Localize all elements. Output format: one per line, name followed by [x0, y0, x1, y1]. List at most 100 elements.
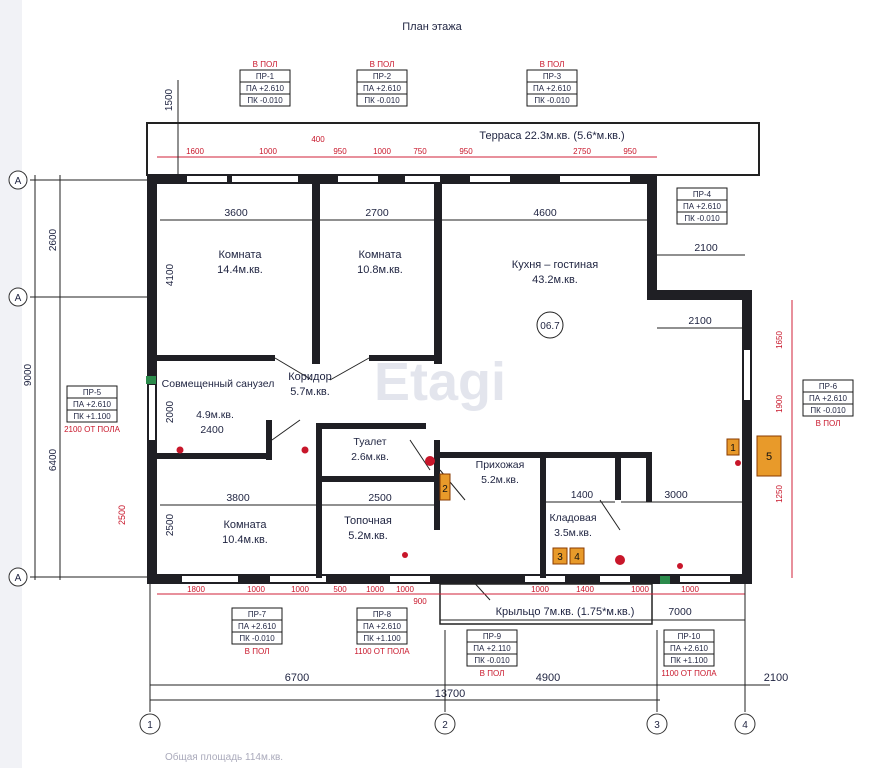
- dim-label: 950: [459, 147, 473, 156]
- stamp-pa: ПА +2.610: [670, 644, 709, 653]
- marker-label: 2: [442, 484, 448, 495]
- equipment-markers: 1 2 3 4 5: [439, 435, 782, 565]
- dim-label: 750: [413, 147, 427, 156]
- marker-label: 1: [730, 443, 736, 454]
- dim-label: 2100: [694, 242, 718, 254]
- dim-label: 13700: [435, 688, 466, 700]
- room-area: 10.8м.кв.: [357, 264, 403, 276]
- stamp-pa: ПА +2.610: [533, 84, 572, 93]
- stamp-id: ПР-6: [819, 382, 838, 391]
- stamp-pa: ПА +2.610: [246, 84, 285, 93]
- level-mark: 06.7: [540, 321, 560, 332]
- bottom-dimensions: 6700 4900 2100 13700 1 2 3 4: [139, 584, 788, 735]
- dim-label: 1400: [571, 490, 594, 501]
- dim-label: 950: [623, 147, 637, 156]
- dim-label: 3800: [226, 492, 250, 504]
- room-name: Топочная: [344, 515, 392, 527]
- axis-label: 4: [742, 720, 748, 731]
- plan-title: План этажа: [402, 21, 462, 33]
- stamp-pk: ПК -0.010: [474, 656, 510, 665]
- stamp-note: 1100 ОТ ПОЛА: [661, 669, 717, 678]
- room-area: 5.7м.кв.: [290, 386, 330, 398]
- stamp-note: В ПОЛ: [245, 647, 270, 656]
- inner-walls: [157, 184, 652, 578]
- socket-points: [146, 376, 741, 584]
- stamp-id: ПР-3: [543, 72, 562, 81]
- dim-label: 1000: [259, 147, 277, 156]
- room-area: 4.9м.кв.: [196, 409, 234, 421]
- stamp-note: В ПОЛ: [816, 419, 841, 428]
- scan-margin: [0, 0, 22, 768]
- dim-label: 1000: [373, 147, 391, 156]
- marker-label: 4: [574, 552, 580, 563]
- watermark-text: Etagi: [374, 352, 506, 412]
- dim-label: 1900: [775, 395, 784, 413]
- axis-label: А: [15, 573, 22, 584]
- stamp-pk: ПК -0.010: [534, 96, 570, 105]
- svg-text:2500: 2500: [117, 505, 127, 525]
- stamp-box: ПР-3 ПА +2.610 ПК -0.010 В ПОЛ: [526, 60, 578, 107]
- stamp-note: В ПОЛ: [480, 669, 505, 678]
- dim-label: 400: [311, 135, 325, 144]
- room-area: 14.4м.кв.: [217, 264, 263, 276]
- svg-text:2000: 2000: [165, 400, 176, 423]
- room-name: Комната: [358, 249, 402, 261]
- dim-label: 950: [333, 147, 347, 156]
- dim-label: 1000: [531, 585, 549, 594]
- stamp-pk: ПК -0.010: [247, 96, 283, 105]
- svg-text:2500: 2500: [165, 513, 176, 536]
- svg-text:6400: 6400: [48, 448, 59, 471]
- stamp-note: 1100 ОТ ПОЛА: [354, 647, 410, 656]
- stamp-note: 2100 ОТ ПОЛА: [64, 425, 120, 434]
- stamp-pk: ПК -0.010: [364, 96, 400, 105]
- dim-label: 4600: [533, 207, 557, 219]
- room-name: Кухня – гостиная: [512, 259, 598, 271]
- room-extra: 2400: [200, 424, 224, 436]
- dim-label: 1000: [631, 585, 649, 594]
- stamp-id: ПР-10: [678, 632, 701, 641]
- dim-label: 500: [333, 585, 347, 594]
- dim-label: 2100: [688, 315, 712, 327]
- dim-label: 2500: [368, 492, 392, 504]
- dim-label: 6700: [285, 672, 309, 684]
- stamp-box: ПР-7 ПА +2.610 ПК -0.010 В ПОЛ: [231, 607, 283, 656]
- stamp-pa: ПА +2.610: [238, 622, 277, 631]
- dim-label: 1000: [291, 585, 309, 594]
- room-name: Комната: [218, 249, 262, 261]
- dim-label: 1600: [186, 147, 204, 156]
- stamp-id: ПР-4: [693, 190, 712, 199]
- room-dimensions: 3600 2700 4600 2100 2100 3800 2500 1400 …: [160, 207, 745, 621]
- stamp-pk: ПК -0.010: [239, 634, 275, 643]
- stamp-id: ПР-5: [83, 388, 102, 397]
- dim-label: 1400: [576, 585, 594, 594]
- svg-text:2600: 2600: [48, 228, 59, 251]
- red-dimension-chain-top: 1600 1000 400 950 1000 750 950 2750 950: [157, 135, 657, 158]
- stamp-box: ПР-5 ПА +2.610 ПК +1.100 2100 ОТ ПОЛА: [64, 385, 121, 434]
- room-area: 5.2м.кв.: [481, 474, 519, 486]
- svg-text:1500: 1500: [164, 88, 175, 111]
- room-area: 3.5м.кв.: [554, 527, 592, 539]
- stamp-id: ПР-7: [248, 610, 267, 619]
- dim-label: 2700: [365, 207, 389, 219]
- dim-label: 4900: [536, 672, 560, 684]
- dim-label: 1000: [396, 585, 414, 594]
- svg-text:4100: 4100: [165, 263, 176, 286]
- stamp-pk: ПК +1.100: [73, 412, 111, 421]
- dim-label: 3600: [224, 207, 248, 219]
- dim-label: 7000: [668, 606, 692, 618]
- level-mark-circle: [536, 311, 564, 339]
- stamp-pa: ПА +2.610: [683, 202, 722, 211]
- stamp-note: В ПОЛ: [540, 60, 565, 69]
- terrace-outline: [146, 122, 760, 176]
- stamp-id: ПР-1: [256, 72, 275, 81]
- left-dimensions: 1500 2600 4100 9000 6400 2000 2500 2500: [23, 80, 179, 580]
- stamp-pa: ПА +2.610: [73, 400, 112, 409]
- stamp-id: ПР-8: [373, 610, 392, 619]
- axis-label: 3: [654, 720, 660, 731]
- svg-text:9000: 9000: [23, 363, 34, 386]
